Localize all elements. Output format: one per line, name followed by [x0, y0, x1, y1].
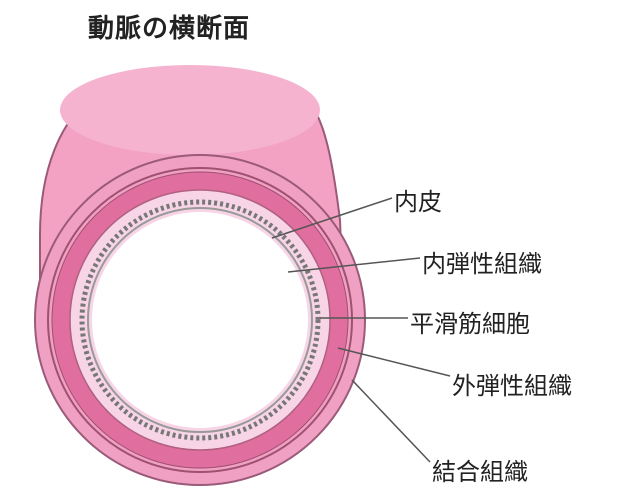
- label-smooth-muscle-cells: 平滑筋細胞: [410, 304, 530, 339]
- label-endothelium: 内皮: [394, 182, 442, 217]
- label-connective-tissue: 結合組織: [432, 452, 528, 487]
- lumen: [92, 212, 308, 428]
- label-external-elastic-tissue: 外弾性組織: [452, 366, 572, 401]
- diagram-title: 動脈の横断面: [88, 8, 250, 45]
- leader-line-connective: [352, 380, 430, 462]
- tube-top-ellipse: [60, 65, 320, 155]
- label-internal-elastic-tissue: 内弾性組織: [422, 244, 542, 279]
